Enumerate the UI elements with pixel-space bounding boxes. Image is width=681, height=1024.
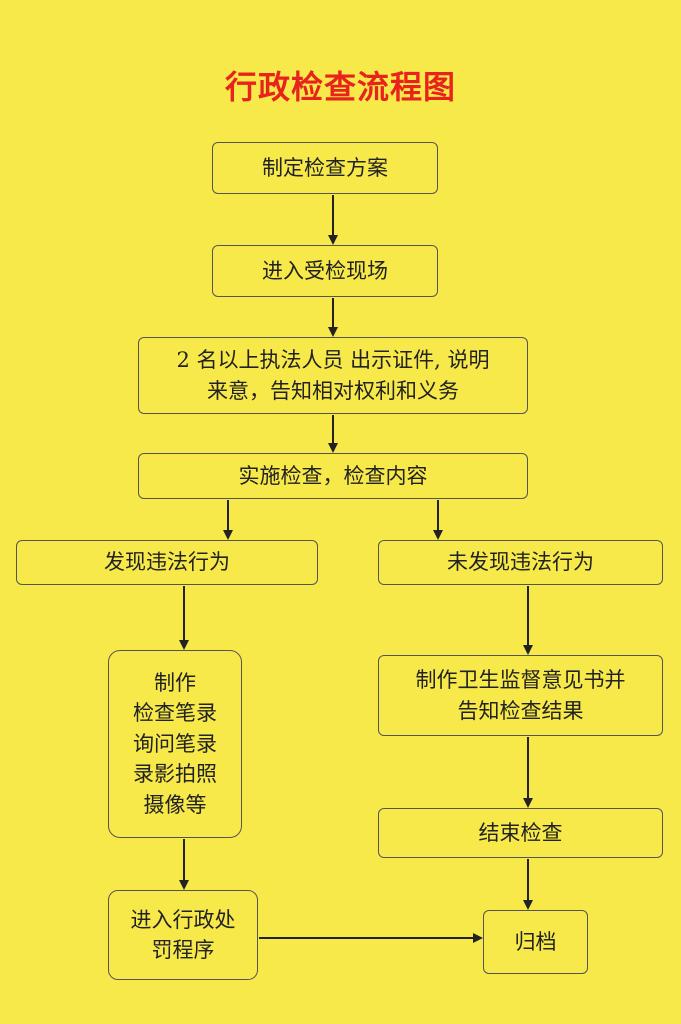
node-make-plan-label: 制定检查方案 — [262, 155, 388, 180]
node-found-violation-label: 发现违法行为 — [104, 550, 230, 575]
node-make-plan: 制定检查方案 — [212, 142, 438, 194]
node-make-opinion-label: 制作卫生监督意见书并 告知检查结果 — [415, 668, 626, 723]
node-make-opinion: 制作卫生监督意见书并 告知检查结果 — [378, 655, 663, 736]
node-make-records: 制作 检查笔录 询问笔录 录影拍照 摄像等 — [108, 650, 242, 838]
node-no-violation: 未发现违法行为 — [378, 540, 663, 585]
node-enter-site-label: 进入受检现场 — [262, 258, 388, 283]
diagram-title: 行政检查流程图 — [224, 68, 456, 106]
node-enter-site: 进入受检现场 — [212, 245, 438, 297]
node-make-records-label: 制作 检查笔录 询问笔录 录影拍照 摄像等 — [133, 670, 217, 817]
node-end-check-label: 结束检查 — [478, 820, 563, 845]
node-show-id-label: 2 名以上执法人员 出示证件, 说明 来意，告知相对权利和义务 — [176, 348, 490, 403]
node-no-violation-label: 未发现违法行为 — [447, 550, 594, 575]
node-found-violation: 发现违法行为 — [16, 540, 318, 585]
node-archive-label: 归档 — [514, 929, 557, 954]
node-penalty: 进入行政处 罚程序 — [108, 890, 258, 980]
node-show-id: 2 名以上执法人员 出示证件, 说明 来意，告知相对权利和义务 — [138, 337, 528, 414]
node-implement: 实施检查，检查内容 — [138, 453, 528, 499]
node-penalty-label: 进入行政处 罚程序 — [130, 907, 236, 962]
node-end-check: 结束检查 — [378, 808, 663, 858]
node-archive: 归档 — [483, 910, 588, 974]
node-implement-label: 实施检查，检查内容 — [238, 463, 428, 488]
